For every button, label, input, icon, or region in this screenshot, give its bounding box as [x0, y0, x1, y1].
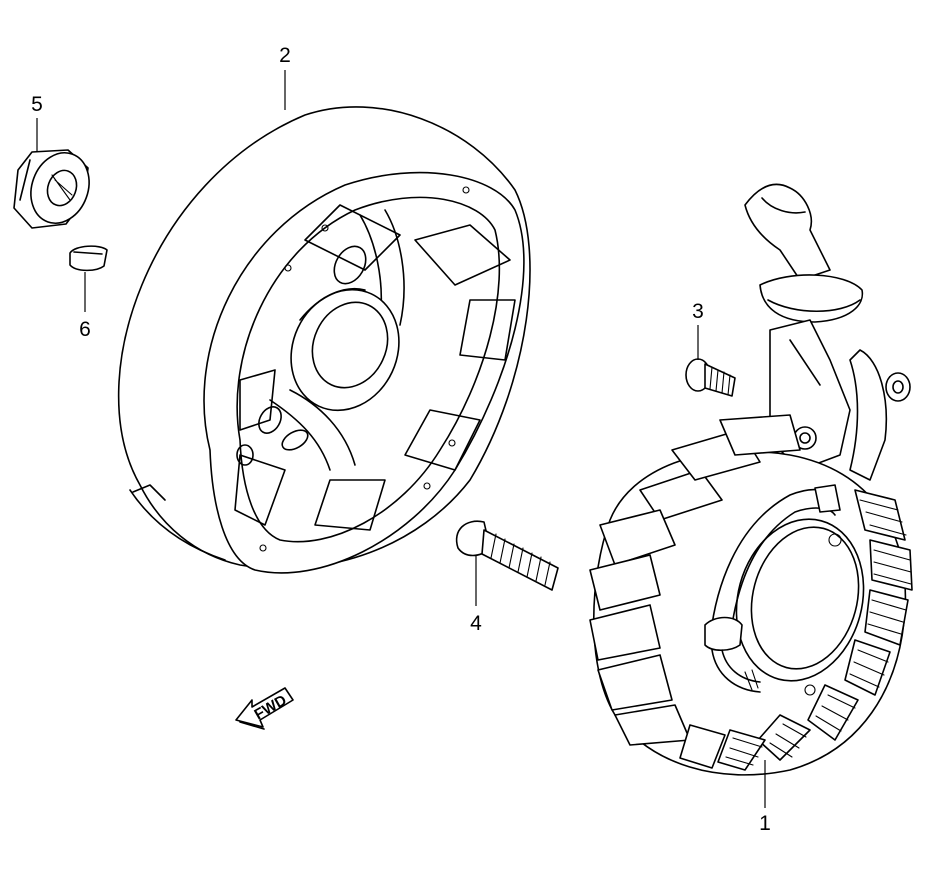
leader-lines [36, 70, 766, 808]
callout-2: 2 [279, 44, 291, 67]
rotor-flywheel [117, 106, 531, 574]
callout-numbers: 2 5 6 3 4 1 [31, 44, 771, 835]
short-bolt [685, 358, 736, 397]
woodruff-key [69, 245, 108, 272]
forward-direction-arrow: FWD [235, 687, 294, 730]
callout-3: 3 [692, 300, 704, 323]
callout-6: 6 [79, 318, 91, 341]
callout-5: 5 [31, 93, 43, 116]
long-bolt [455, 520, 559, 591]
callout-4: 4 [470, 612, 482, 635]
flywheel-nut [13, 149, 90, 229]
stator [589, 183, 913, 776]
callout-1: 1 [759, 812, 771, 835]
arrow-icon [235, 687, 294, 728]
